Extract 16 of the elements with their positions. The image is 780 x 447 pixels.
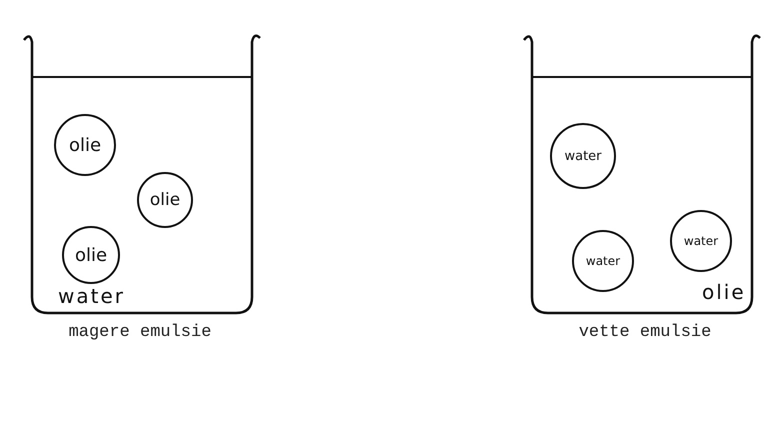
beaker-label: magere emulsie [68, 322, 212, 344]
droplet-circle [670, 210, 732, 272]
beaker-label: vette emulsie [578, 322, 712, 344]
droplet-circle [572, 230, 634, 292]
droplet-circle [137, 172, 193, 228]
droplet-label: olie [74, 244, 108, 266]
droplet-label: water [586, 254, 620, 268]
droplet-label: olie [150, 190, 180, 210]
droplet-label: olie [68, 134, 102, 156]
droplet-circle [550, 123, 616, 189]
droplet-label: water [684, 234, 718, 248]
droplet-circle [62, 226, 120, 284]
phase-label: water [58, 284, 125, 308]
droplet-circle [54, 114, 116, 176]
droplet-label: water [564, 148, 602, 164]
phase-label: olie [702, 280, 746, 304]
